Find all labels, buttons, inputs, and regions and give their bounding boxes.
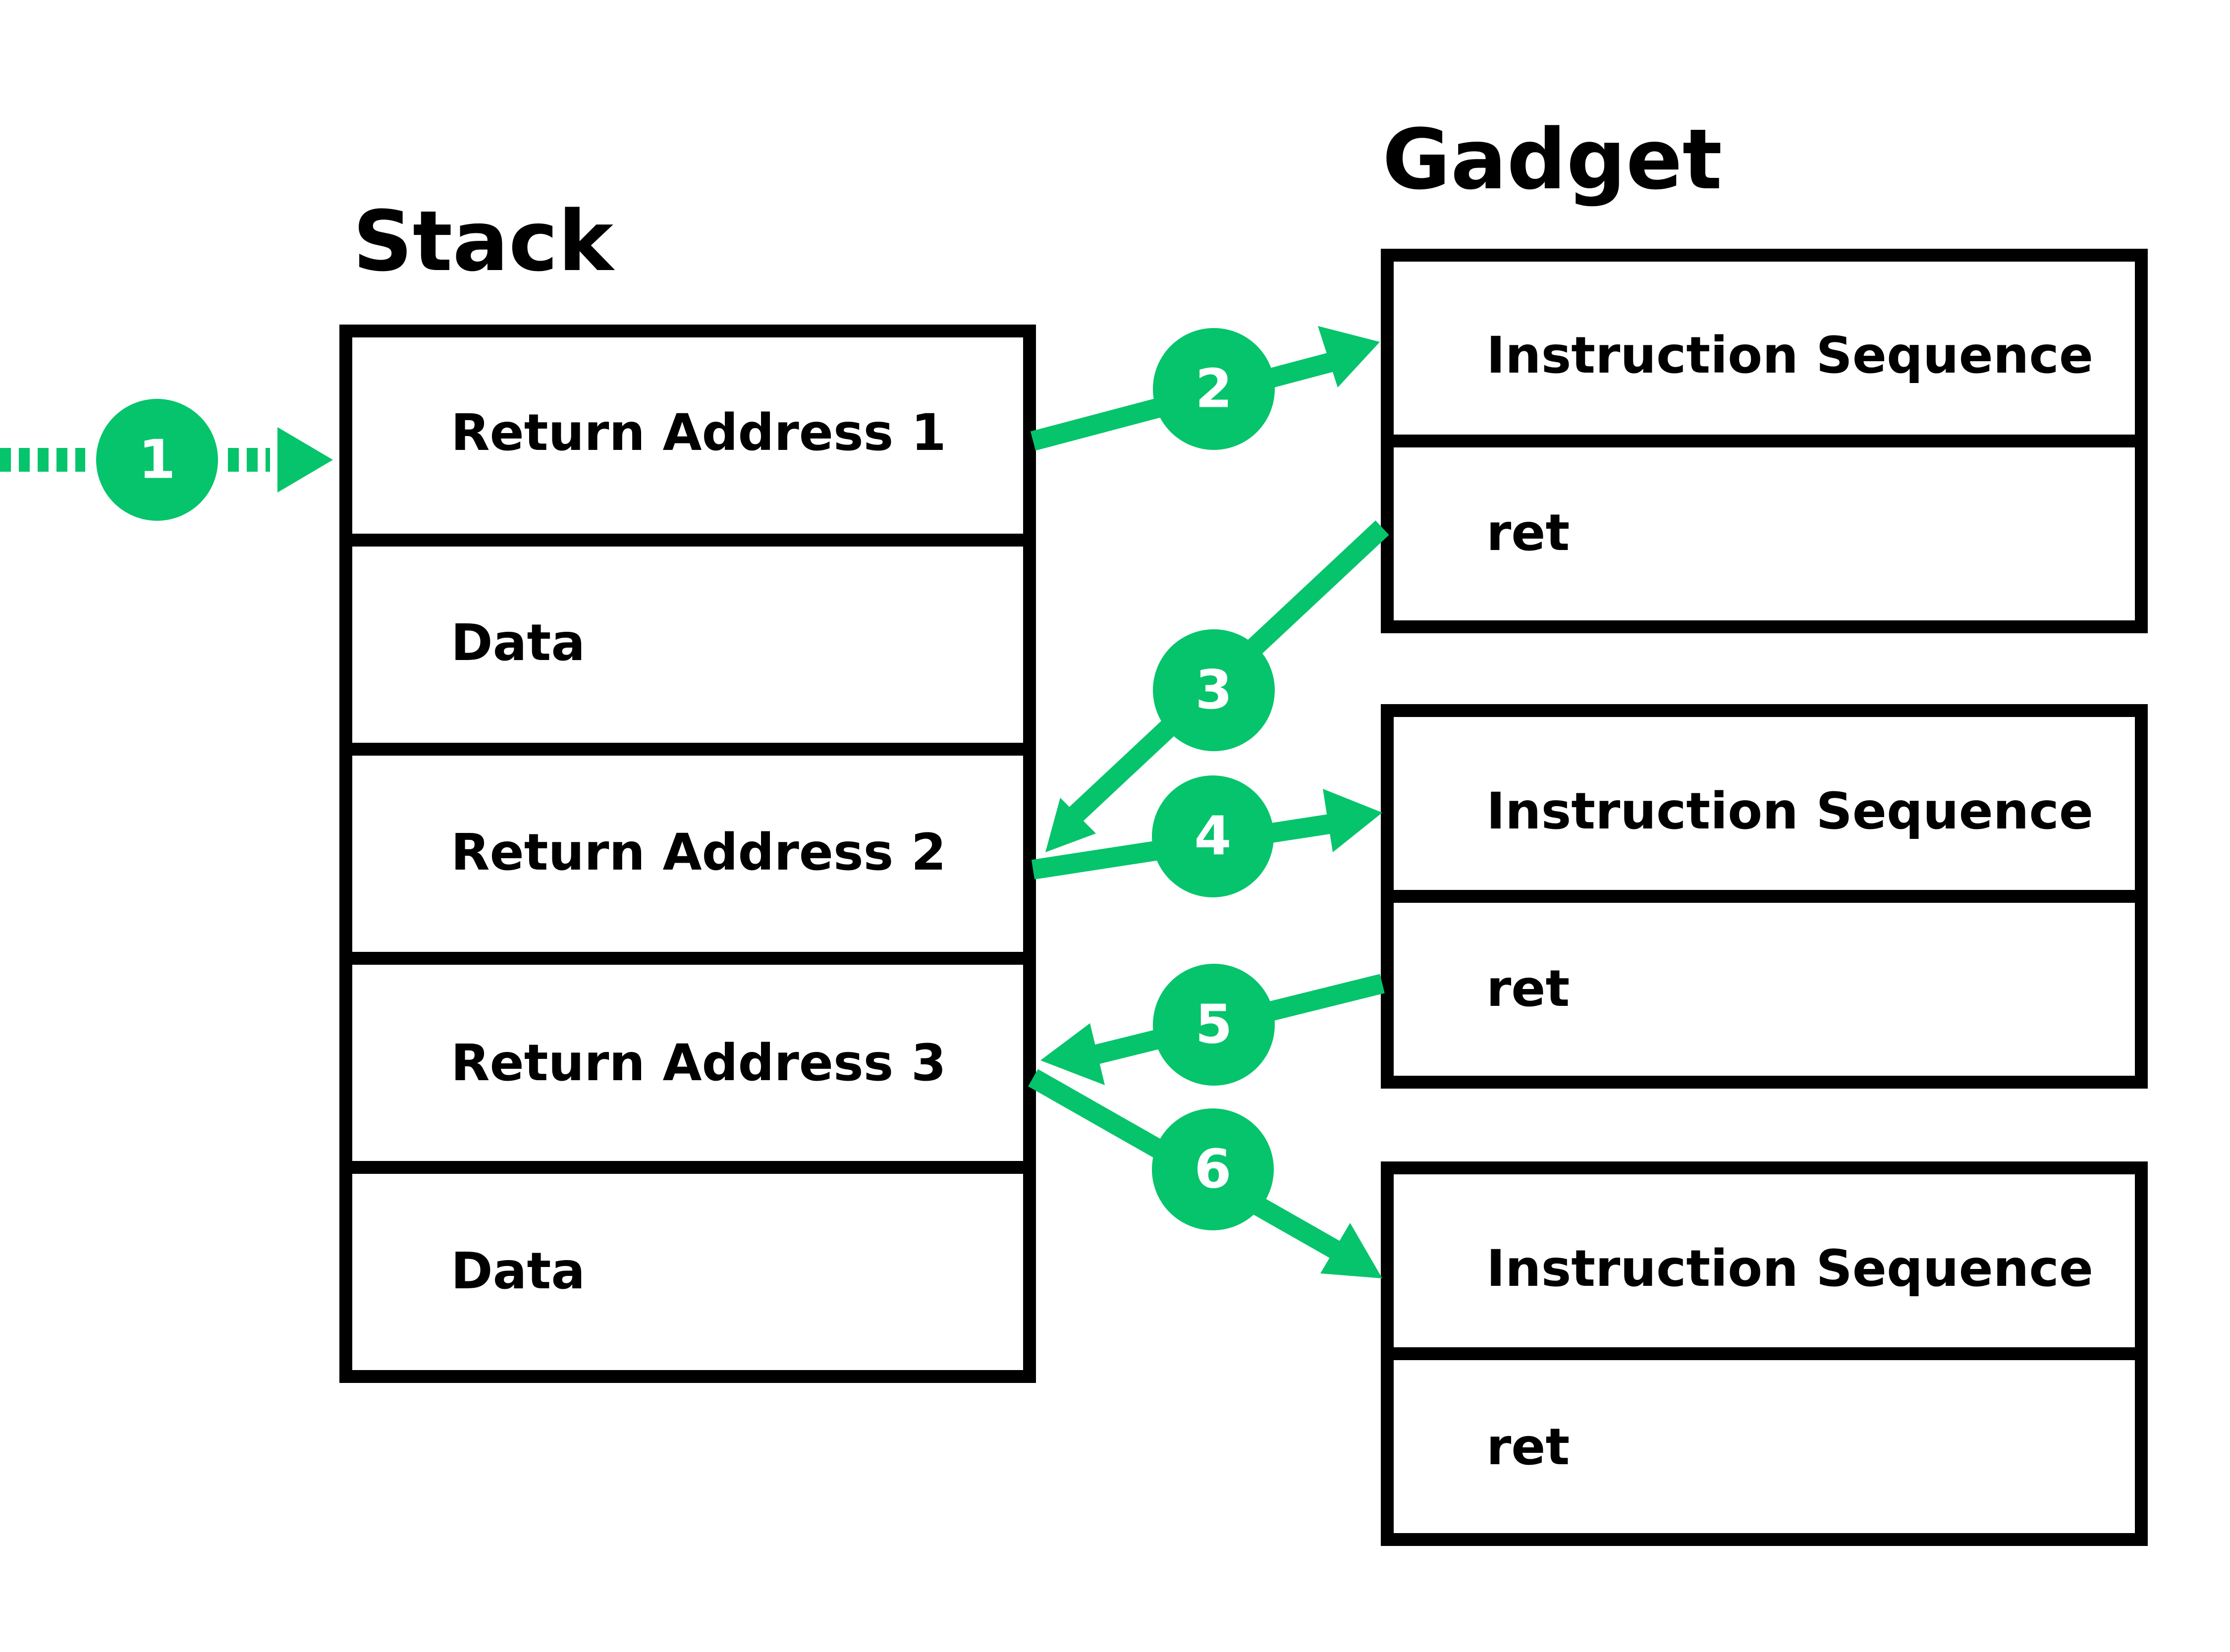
gadget-cell-label: ret bbox=[1486, 503, 1570, 562]
gadget-cell-label: ret bbox=[1486, 1418, 1570, 1477]
step-number: 4 bbox=[1194, 806, 1231, 868]
stack-cell-label: Data bbox=[451, 613, 585, 672]
step-number: 1 bbox=[138, 429, 175, 491]
arrow-step-1 bbox=[0, 427, 333, 493]
gadget-block-2: Instruction Sequence ret bbox=[1381, 704, 2148, 1089]
step-badge-1: 1 bbox=[96, 399, 218, 521]
stack-cell-label: Return Address 1 bbox=[451, 403, 946, 462]
step-badge-4: 4 bbox=[1152, 775, 1274, 897]
stack-cell-label: Data bbox=[451, 1242, 585, 1301]
step-number: 6 bbox=[1194, 1139, 1231, 1201]
stack-column: Return Address 1 Data Return Address 2 R… bbox=[339, 325, 1036, 1383]
stack-cell-label: Return Address 3 bbox=[451, 1034, 946, 1093]
gadget-cell-label: ret bbox=[1486, 959, 1570, 1018]
gadget-cell-label: Instruction Sequence bbox=[1486, 1239, 2093, 1298]
stack-cell-return-address-2: Return Address 2 bbox=[339, 743, 1036, 965]
step-badge-6: 6 bbox=[1152, 1108, 1274, 1230]
step-badge-5: 5 bbox=[1153, 964, 1275, 1086]
stack-cell-return-address-1: Return Address 1 bbox=[339, 325, 1036, 547]
stack-cell-label: Return Address 2 bbox=[451, 823, 946, 882]
step-number: 2 bbox=[1195, 358, 1232, 420]
gadget-cell-label: Instruction Sequence bbox=[1486, 782, 2093, 841]
stack-title: Stack bbox=[353, 193, 615, 290]
gadget-title: Gadget bbox=[1382, 111, 1722, 208]
stack-cell-return-address-3: Return Address 3 bbox=[339, 952, 1036, 1174]
gadget-cell-label: Instruction Sequence bbox=[1486, 326, 2093, 385]
gadget-block-3: Instruction Sequence ret bbox=[1381, 1161, 2148, 1546]
stack-cell-data-1: Data bbox=[339, 534, 1036, 756]
step-number: 5 bbox=[1195, 994, 1232, 1056]
stack-cell-data-2: Data bbox=[339, 1161, 1036, 1383]
step-badge-3: 3 bbox=[1153, 629, 1275, 751]
gadget-block-1: Instruction Sequence ret bbox=[1381, 249, 2148, 633]
step-number: 3 bbox=[1195, 660, 1232, 721]
step-badges: 1 2 3 4 5 6 bbox=[96, 328, 1275, 1230]
step-badge-2: 2 bbox=[1153, 328, 1275, 450]
